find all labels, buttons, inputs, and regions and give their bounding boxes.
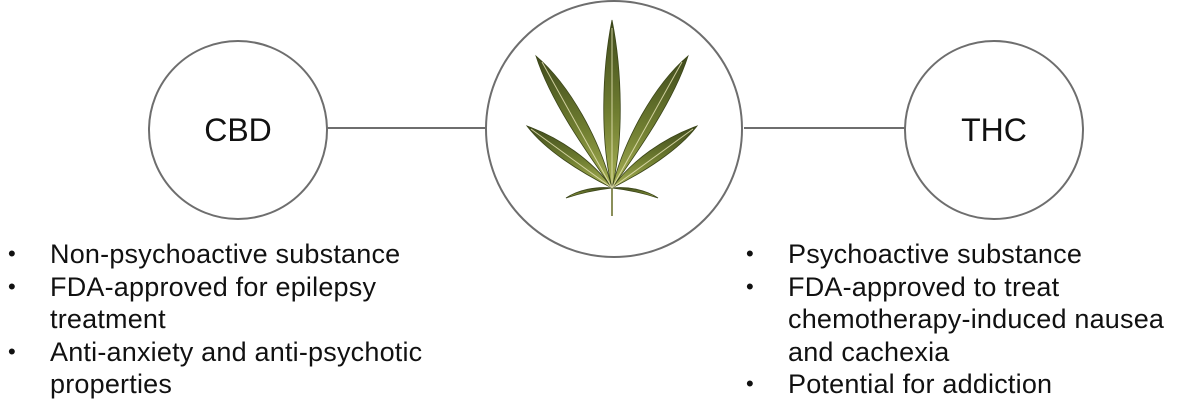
thc-label: THC <box>904 112 1084 148</box>
list-item: • FDA-approved to treat chemotherapy-ind… <box>742 271 1192 369</box>
thc-properties-list: • Psychoactive substance • FDA-approved … <box>742 238 1192 401</box>
bullet-icon: • <box>746 238 754 271</box>
list-item: • Psychoactive substance <box>742 238 1192 271</box>
cbd-properties-list: • Non-psychoactive substance • FDA-appro… <box>4 238 454 401</box>
bullet-icon: • <box>8 238 16 271</box>
bullet-icon: • <box>8 271 16 304</box>
bullet-icon: • <box>746 368 754 401</box>
list-item: • FDA-approved for epilepsy treatment <box>4 271 454 336</box>
list-item: • Potential for addiction <box>742 368 1192 401</box>
cbd-label: CBD <box>148 112 328 148</box>
bullet-icon: • <box>746 271 754 304</box>
list-item: • Non-psychoactive substance <box>4 238 454 271</box>
list-item: • Anti-anxiety and anti-psychotic proper… <box>4 336 454 401</box>
bullet-icon: • <box>8 336 16 369</box>
